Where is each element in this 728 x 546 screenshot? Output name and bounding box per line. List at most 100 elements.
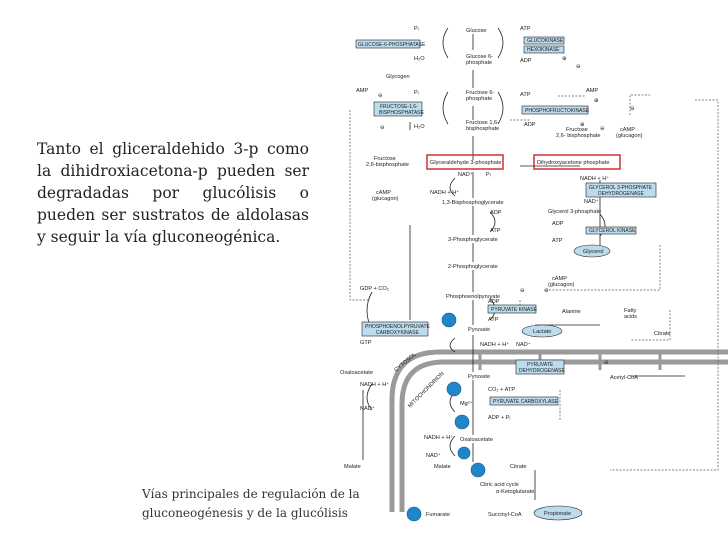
minus-sign-2: ⊖ xyxy=(378,93,383,99)
pyruvate-label: Pyruvate xyxy=(468,327,490,333)
adp-4: ADP xyxy=(552,221,564,227)
plus-sign-2: ⊕ xyxy=(594,98,599,104)
svg-text:PHOSPHOENOLPYRUVATE: PHOSPHOENOLPYRUVATE xyxy=(365,324,430,330)
succinyl-coa-label: Succinyl-CoA xyxy=(488,512,522,518)
regulation-dot-2 xyxy=(446,381,462,397)
f26bp-right-1: Fructose xyxy=(566,127,588,133)
enzyme-glycerol-kinase: GLYCEROL KINASE xyxy=(585,226,637,235)
h2o-2: H₂O xyxy=(414,124,425,130)
mg: Mg²⁺ xyxy=(460,400,473,407)
f6p-label-1: Fructose 6- xyxy=(466,90,494,96)
svg-text:GLYCEROL 3-PHOSPHATE: GLYCEROL 3-PHOSPHATE xyxy=(589,185,653,191)
mitochondrial-membrane-inner xyxy=(399,359,728,512)
nad-2: NAD⁺ xyxy=(584,198,599,205)
pi-2: Pᵢ xyxy=(414,90,419,96)
nadh-1: NADH + H⁺ xyxy=(430,189,459,196)
figure-caption: Vías principales de regulación de la glu… xyxy=(142,485,382,523)
cac-label: Citric acid cycle xyxy=(480,482,519,488)
dhap-label: Dihydroxyacetone phosphate xyxy=(537,160,609,166)
svg-text:FRUCTOSE-1,6-: FRUCTOSE-1,6- xyxy=(380,104,418,110)
dhap-highlight: Dihydroxyacetone phosphate xyxy=(533,154,621,170)
f26bp-left-2: 2,6-bisphosphate xyxy=(366,162,409,168)
regulation-dot-1 xyxy=(441,312,457,328)
lactate-label: Lactate xyxy=(533,329,551,335)
adp-pi: ADP + Pᵢ xyxy=(488,415,511,421)
pyruvate-mito-label: Pyruvate xyxy=(468,374,490,380)
glycerol-label: Glycerol xyxy=(583,249,604,255)
atp-5: ATP xyxy=(488,317,499,323)
f6p-label-2: phosphate xyxy=(466,96,492,102)
minus-sign-4: ⊖ xyxy=(630,106,635,112)
camp-left-1: cAMP xyxy=(376,190,391,196)
glycerol-node: Glycerol xyxy=(573,244,611,258)
metabolite-labels: Glucose Glucose 6- phosphate Glycogen Fr… xyxy=(340,28,670,518)
enzyme-pyruvate-carboxylase: PYRUVATE CARBOXYLASE xyxy=(489,396,558,406)
citrate-top-label: Citrate xyxy=(654,331,670,337)
enzyme-hexokinase: HEXOKINASE xyxy=(523,45,565,54)
svg-text:CARBOXYKINASE: CARBOXYKINASE xyxy=(376,330,419,336)
adp-2: ADP xyxy=(524,122,536,128)
fatty-acids-label-1: Fatty xyxy=(624,308,637,314)
co2-atp: CO₂ + ATP xyxy=(488,387,515,393)
minus-sign-5: ⊖ xyxy=(600,126,605,132)
adp-1: ADP xyxy=(520,58,532,64)
atp-2: ATP xyxy=(520,92,531,98)
glycerol3p-label: Glycerol 3-phosphate xyxy=(548,209,601,215)
regulation-dot-6 xyxy=(457,446,471,460)
enzyme-pfk: PHOSPHOFRUCTOKINASE xyxy=(521,105,590,115)
lactate-node: Lactate xyxy=(521,324,563,338)
nadh-4: NADH + H⁺ xyxy=(360,381,389,388)
camp-left-2: (glucagon) xyxy=(372,196,399,202)
regulation-dots xyxy=(406,312,486,522)
citrate-label: Citrate xyxy=(510,464,526,470)
g6p-label-2: phosphate xyxy=(466,60,492,66)
pi-3: Pᵢ xyxy=(486,172,491,178)
plus-sign-1: ⊕ xyxy=(562,56,567,62)
regulation-dot-4 xyxy=(470,462,486,478)
alanine-label: Alanine xyxy=(562,309,581,315)
nad-5: NAD⁺ xyxy=(426,452,441,459)
adp-5: ADP xyxy=(488,299,500,305)
enzyme-glucokinase: GLUCOKINASE xyxy=(523,36,565,45)
svg-text:DEHYDROGENASE: DEHYDROGENASE xyxy=(519,368,566,374)
camp-right-2: (glucagon) xyxy=(616,133,643,139)
enzyme-pyruvate-kinase: PYRUVATE KINASE xyxy=(487,304,538,314)
nad-4: NAD⁺ xyxy=(360,405,375,412)
svg-text:GLUCOSE-6-PHOSPHATASE: GLUCOSE-6-PHOSPHATASE xyxy=(358,42,426,48)
minus-sign-7: ⊖ xyxy=(544,288,549,294)
nad-1: NAD⁺ xyxy=(458,171,473,178)
f16bp-label-1: Fructose 1,6- xyxy=(466,120,499,126)
h2o-1: H₂O xyxy=(414,56,425,62)
pg3-label: 3-Phosphoglycerate xyxy=(448,237,498,243)
atp-1: ATP xyxy=(520,26,531,32)
oxaloacetate-mito-label: Oxaloacetate xyxy=(460,437,493,443)
slide-paragraph: Tanto el gliceraldehido 3-p como la dihi… xyxy=(37,140,309,246)
svg-text:BISPHOSPHATASE: BISPHOSPHATASE xyxy=(379,110,424,116)
minus-sign-3: ⊖ xyxy=(380,125,385,131)
atp-4: ATP xyxy=(552,238,563,244)
regulation-dot-3 xyxy=(454,414,470,430)
akg-label: α-Ketoglutarate xyxy=(496,489,534,495)
nadh-5: NADH + H⁺ xyxy=(424,434,453,441)
minus-sign-1: ⊖ xyxy=(576,64,581,70)
enzyme-pdh: PYRUVATE DEHYDROGENASE xyxy=(515,359,566,375)
caption-line-1: Vías principales de regulación de la xyxy=(142,487,360,501)
pep-label: Phosphoenolpyruvate xyxy=(446,294,500,300)
amp-1: AMP xyxy=(356,88,368,94)
minus-sign-6: ⊖ xyxy=(520,288,525,294)
enzyme-fbpase: FRUCTOSE-1,6- BISPHOSPHATASE xyxy=(373,101,424,117)
fumarate-label: Fumarate xyxy=(426,512,450,518)
svg-text:GLUCOKINASE: GLUCOKINASE xyxy=(527,38,564,44)
caption-line-2: gluconeogénesis y de la glucólisis xyxy=(142,506,348,520)
f26bp-left-1: Fructose xyxy=(374,156,396,162)
nadh-2: NADH + H⁺ xyxy=(580,175,609,182)
svg-text:PYRUVATE KINASE: PYRUVATE KINASE xyxy=(491,307,538,313)
mitochondrial-membrane xyxy=(389,349,728,512)
svg-text:PYRUVATE CARBOXYLASE: PYRUVATE CARBOXYLASE xyxy=(493,399,558,405)
adp-3: ADP xyxy=(490,210,502,216)
gdp-co2: GDP + CO₂ xyxy=(360,286,389,292)
f16bp-label-2: bisphosphate xyxy=(466,126,499,132)
nadh-3: NADH + H⁺ xyxy=(480,341,509,348)
camp-mid-1: cAMP xyxy=(552,276,567,282)
oxaloacetate-cyt-label: Oxaloacetate xyxy=(340,370,373,376)
